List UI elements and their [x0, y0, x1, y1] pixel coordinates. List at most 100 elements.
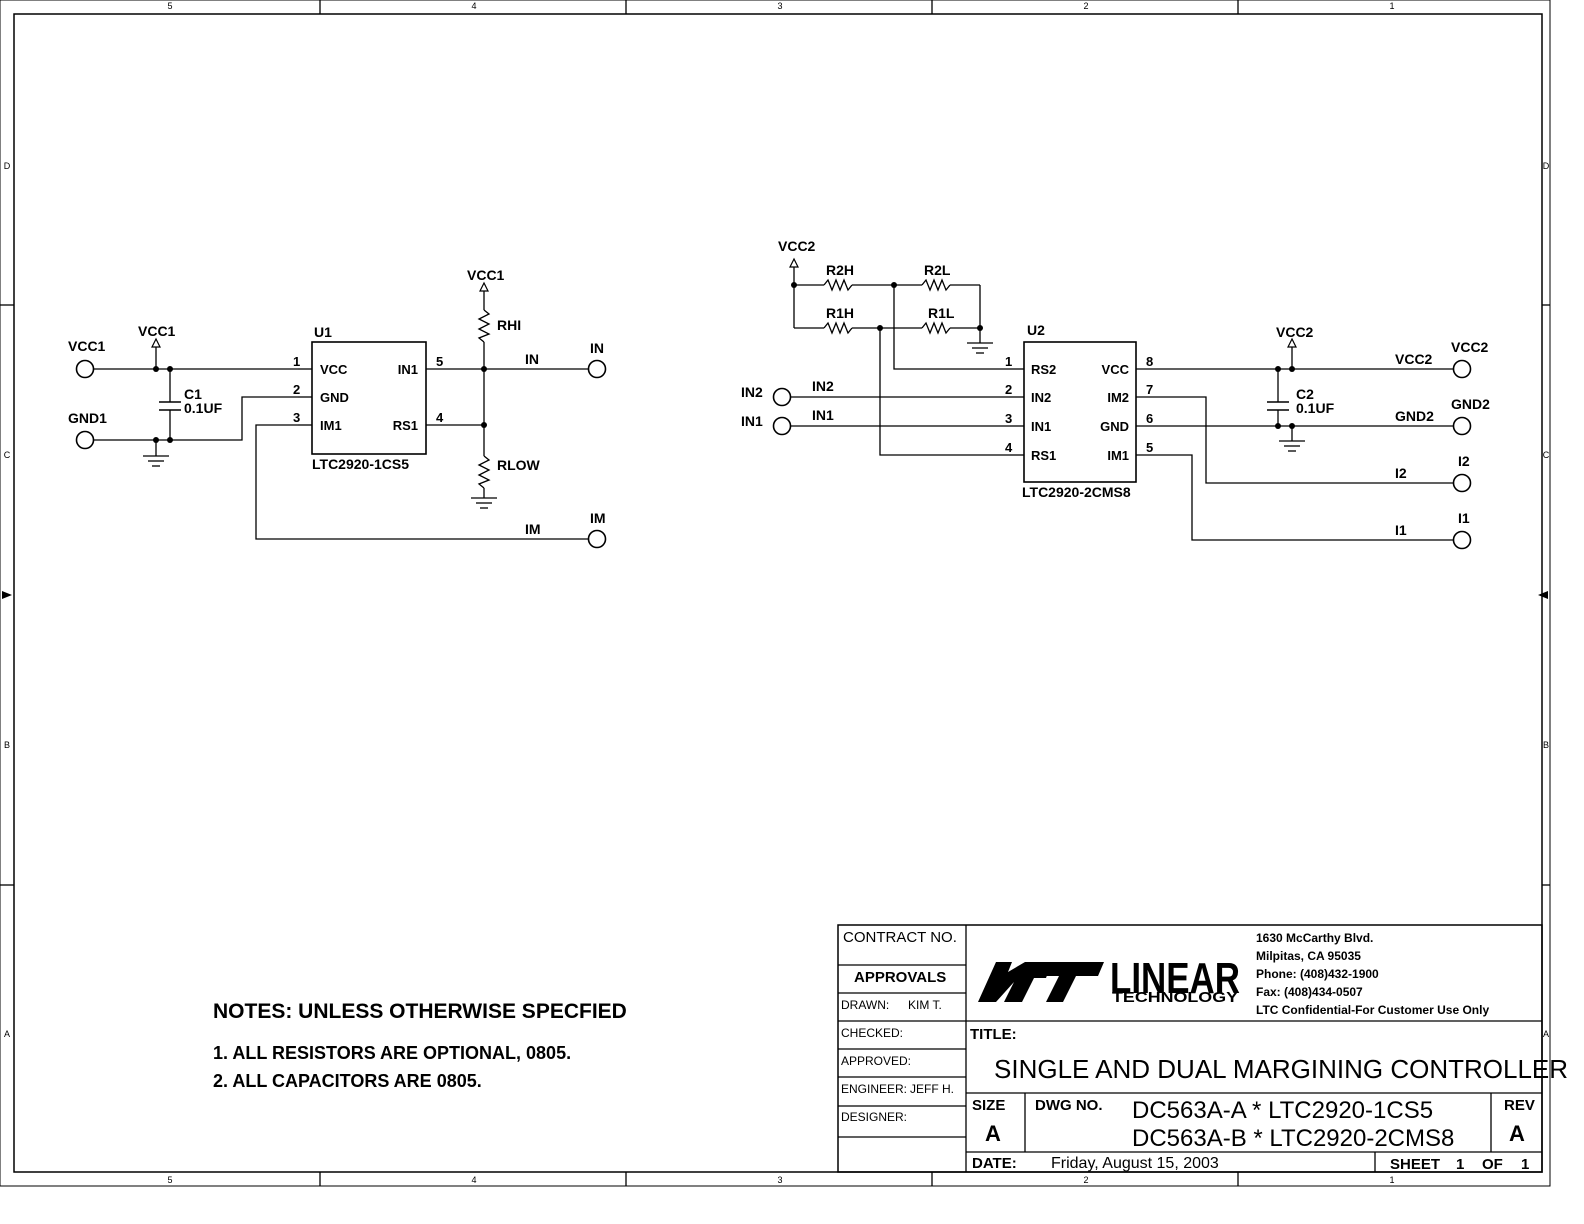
vcc2-top-label: VCC2: [778, 238, 816, 254]
u1-pin1-num: 1: [293, 354, 300, 369]
vcc1-top-label: VCC1: [467, 267, 505, 283]
ground-icon: [470, 497, 498, 509]
date-value: Friday, August 15, 2003: [1051, 1155, 1219, 1172]
in-wire-label: IN: [525, 351, 539, 367]
u1-pin5-num: 5: [436, 354, 443, 369]
u1-pin4-num: 4: [436, 410, 444, 425]
zone-labels: 5 4 3 2 1 5 4 3 2 1 D C B A D C B A: [4, 1, 1550, 1185]
contract-no-label: CONTRACT NO.: [843, 929, 957, 946]
address-fax: Fax: (408)434-0507: [1256, 985, 1363, 999]
dwg-line-2: DC563A-B * LTC2920-2CMS8: [1132, 1125, 1454, 1152]
u2-pin4-name: RS1: [1031, 448, 1056, 463]
r1l-label: R1L: [928, 305, 955, 321]
ground-icon: [142, 455, 170, 467]
zone-col-5: 5: [167, 1, 172, 11]
c2-capacitor-icon: [1267, 401, 1289, 411]
rhi-resistor-icon: [477, 309, 491, 343]
in-port-icon: [587, 359, 607, 379]
in-port-label: IN: [590, 340, 604, 356]
u1-chip-body: [311, 341, 427, 455]
im-port-icon: [587, 529, 607, 549]
engineer-label: ENGINEER:: [841, 1082, 907, 1096]
u1-ref: U1: [314, 324, 332, 340]
size-label: SIZE: [972, 1097, 1005, 1114]
rhi-label: RHI: [497, 317, 521, 333]
r2l-label: R2L: [924, 262, 951, 278]
u2-chip-body: [1023, 341, 1137, 483]
in2-port-label: IN2: [741, 384, 763, 400]
u2-pin3-num: 3: [1005, 411, 1012, 426]
u2-pin1-num: 1: [1005, 354, 1012, 369]
linear-technology-logo-icon: LINEAR TECHNOLOGY: [978, 954, 1240, 1006]
sheet-number: 1: [1456, 1156, 1464, 1173]
u2-pin8-num: 8: [1146, 354, 1153, 369]
u2-pin8-name: VCC: [1102, 362, 1130, 377]
note-item-2: 2. ALL CAPACITORS ARE 0805.: [213, 1071, 482, 1091]
u1-pin1-name: VCC: [320, 362, 348, 377]
u1-pin3-name: IM1: [320, 418, 342, 433]
u1-pin3-num: 3: [293, 410, 300, 425]
u2-pin7-name: IM2: [1107, 390, 1129, 405]
in1-port-label: IN1: [741, 413, 763, 429]
address-phone: Phone: (408)432-1900: [1256, 967, 1379, 981]
r2h-label: R2H: [826, 262, 854, 278]
u2-pin2-name: IN2: [1031, 390, 1051, 405]
ground-icon: [966, 342, 994, 354]
i1-port-label: I1: [1458, 510, 1470, 526]
drawn-label: DRAWN:: [841, 998, 889, 1012]
logo-subtitle: TECHNOLOGY: [1112, 989, 1238, 1006]
u2-ref: U2: [1027, 322, 1045, 338]
rev-value: A: [1509, 1121, 1525, 1146]
c2-value: 0.1UF: [1296, 400, 1335, 416]
u2-pin4-num: 4: [1005, 440, 1013, 455]
c1-capacitor-icon: [159, 401, 181, 411]
c2-ref: C2: [1296, 386, 1314, 402]
u1-pin2-name: GND: [320, 390, 349, 405]
zone-col-4: 4: [471, 1, 476, 11]
vcc2-port-label: VCC2: [1451, 339, 1489, 355]
title-label: TITLE:: [970, 1026, 1017, 1043]
im-port-label: IM: [590, 510, 606, 526]
vcc1-top-power-icon: [479, 282, 489, 296]
zone-col-2-bottom: 2: [1083, 1175, 1088, 1185]
u2-pin5-name: IM1: [1107, 448, 1129, 463]
rev-label: REV: [1504, 1097, 1535, 1114]
u1-part: LTC2920-1CS5: [312, 456, 409, 472]
logo-word: LINEAR: [1110, 954, 1240, 1003]
vcc1-power-label: VCC1: [138, 323, 176, 339]
zone-row-b: B: [4, 740, 10, 750]
u2-pin6-name: GND: [1100, 419, 1129, 434]
i2-port-icon: [1452, 473, 1472, 493]
in2-wire-label: IN2: [812, 378, 834, 394]
zone-col-1: 1: [1389, 1, 1394, 11]
vcc2-power-label: VCC2: [1276, 324, 1314, 340]
dwg-line-1: DC563A-A * LTC2920-1CS5: [1132, 1097, 1433, 1124]
zone-col-3-bottom: 3: [777, 1175, 782, 1185]
in1-wire-label: IN1: [812, 407, 834, 423]
r1h-label: R1H: [826, 305, 854, 321]
approved-label: APPROVED:: [841, 1054, 911, 1068]
drawn-value: KIM T.: [908, 998, 942, 1012]
u2-pin3-name: IN1: [1031, 419, 1051, 434]
date-label: DATE:: [972, 1155, 1017, 1172]
notes-heading: NOTES: UNLESS OTHERWISE SPECFIED: [213, 1000, 627, 1023]
size-value: A: [985, 1121, 1001, 1146]
u2-pin6-num: 6: [1146, 411, 1153, 426]
zone-col-1-bottom: 1: [1389, 1175, 1394, 1185]
r2h-resistor-icon: [823, 278, 853, 292]
approvals-label: APPROVALS: [854, 969, 946, 986]
gnd1-port-label: GND1: [68, 410, 107, 426]
address-line-2: Milpitas, CA 95035: [1256, 949, 1361, 963]
sheet-total: 1: [1521, 1156, 1529, 1173]
c1-ref: C1: [184, 386, 202, 402]
u2-pin5-num: 5: [1146, 440, 1153, 455]
zone-row-c: C: [4, 450, 11, 460]
engineer-value: JEFF H.: [910, 1082, 954, 1096]
in1-port-icon: [772, 416, 792, 436]
drawing-title: SINGLE AND DUAL MARGINING CONTROLLER: [994, 1054, 1568, 1084]
zone-col-3: 3: [777, 1, 782, 11]
c1-value: 0.1UF: [184, 400, 223, 416]
in2-port-icon: [772, 387, 792, 407]
zone-col-4-bottom: 4: [471, 1175, 476, 1185]
vcc2-wire-label: VCC2: [1395, 351, 1433, 367]
